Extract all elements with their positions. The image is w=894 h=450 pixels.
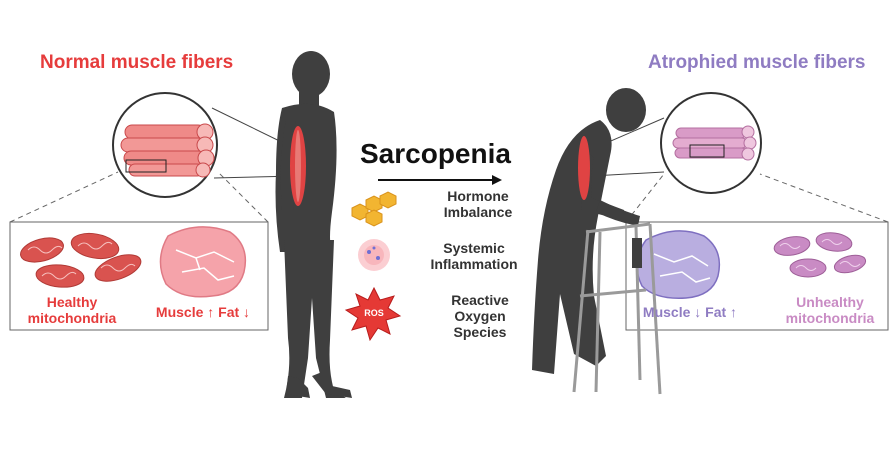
normal-fibers-title: Normal muscle fibers	[40, 52, 234, 73]
elderly-person-silhouette	[532, 88, 646, 374]
muscle-up-fat-down-label: Muscle ↑ Fat ↓	[155, 304, 251, 320]
ros-starburst-icon	[344, 286, 402, 342]
hormone-imbalance-label: Hormone Imbalance	[443, 188, 513, 221]
normal-fiber-bundle	[112, 92, 218, 198]
healthy-mitochondria-label: Healthy mitochondria	[27, 294, 117, 327]
sarcopenia-title: Sarcopenia	[360, 138, 511, 169]
hormone-hexagon-icon	[351, 191, 397, 227]
atrophied-biceps-icon	[578, 136, 590, 200]
healthy-muscle-cross-section-icon	[159, 226, 247, 298]
right-zoom-lines	[625, 173, 889, 223]
inflammation-icon	[358, 239, 390, 271]
atrophied-muscle-cross-section-icon	[636, 230, 721, 299]
muscle-down-fat-up-label: Muscle ↓ Fat ↑	[642, 304, 738, 320]
left-zoom-lines	[9, 171, 269, 223]
ros-label: ROS	[364, 308, 384, 318]
healthy-mitochondria-icon	[20, 232, 142, 288]
healthy-biceps-icon	[290, 126, 306, 206]
unhealthy-mitochondria-icon	[773, 232, 867, 278]
unhealthy-mitochondria-label: Unhealthy mitochondria	[785, 294, 875, 327]
reactive-oxygen-species-label: Reactive Oxygen Species	[451, 292, 509, 341]
atrophied-fiber-bundle	[660, 92, 762, 194]
walker-icon	[572, 222, 662, 395]
progression-arrow	[378, 175, 502, 185]
systemic-inflammation-label: Systemic Inflammation	[430, 240, 518, 273]
atrophied-fibers-title: Atrophied muscle fibers	[648, 52, 866, 73]
healthy-person-silhouette	[275, 51, 352, 398]
